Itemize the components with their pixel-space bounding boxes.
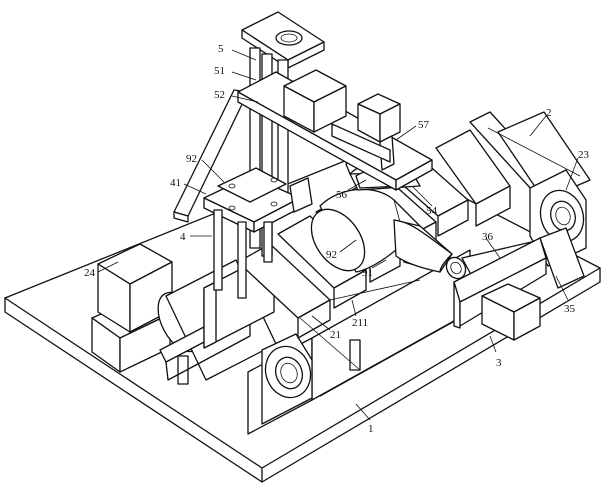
- label-56: 56: [336, 189, 348, 201]
- label-54: 54: [426, 205, 438, 217]
- label-92-upper: 92: [186, 153, 197, 165]
- label-2: 2: [546, 107, 552, 119]
- label-91: 91: [362, 267, 373, 279]
- label-35: 35: [564, 303, 576, 315]
- part-labels: 5 51 52 57 2 23 92 41 56 54 4 36 92 91 2…: [84, 43, 590, 435]
- lift-table-4: [203, 167, 313, 299]
- label-57: 57: [418, 119, 430, 131]
- label-92-lower: 92: [326, 249, 337, 261]
- label-51: 51: [214, 65, 225, 77]
- label-5: 5: [218, 43, 224, 55]
- label-3: 3: [496, 357, 502, 369]
- label-21: 21: [330, 329, 341, 341]
- label-52: 52: [214, 89, 225, 101]
- label-36: 36: [482, 231, 494, 243]
- column-assembly-5: [237, 11, 433, 257]
- workpiece-tube: [310, 188, 467, 280]
- label-1: 1: [368, 423, 374, 435]
- label-41: 41: [170, 177, 181, 189]
- label-23: 23: [578, 149, 590, 161]
- label-24: 24: [84, 267, 96, 279]
- belt-drive: [453, 227, 585, 341]
- label-4: 4: [180, 231, 186, 243]
- bearing-left: [261, 333, 313, 425]
- leader-lines: [97, 49, 579, 421]
- label-211: 211: [352, 317, 368, 329]
